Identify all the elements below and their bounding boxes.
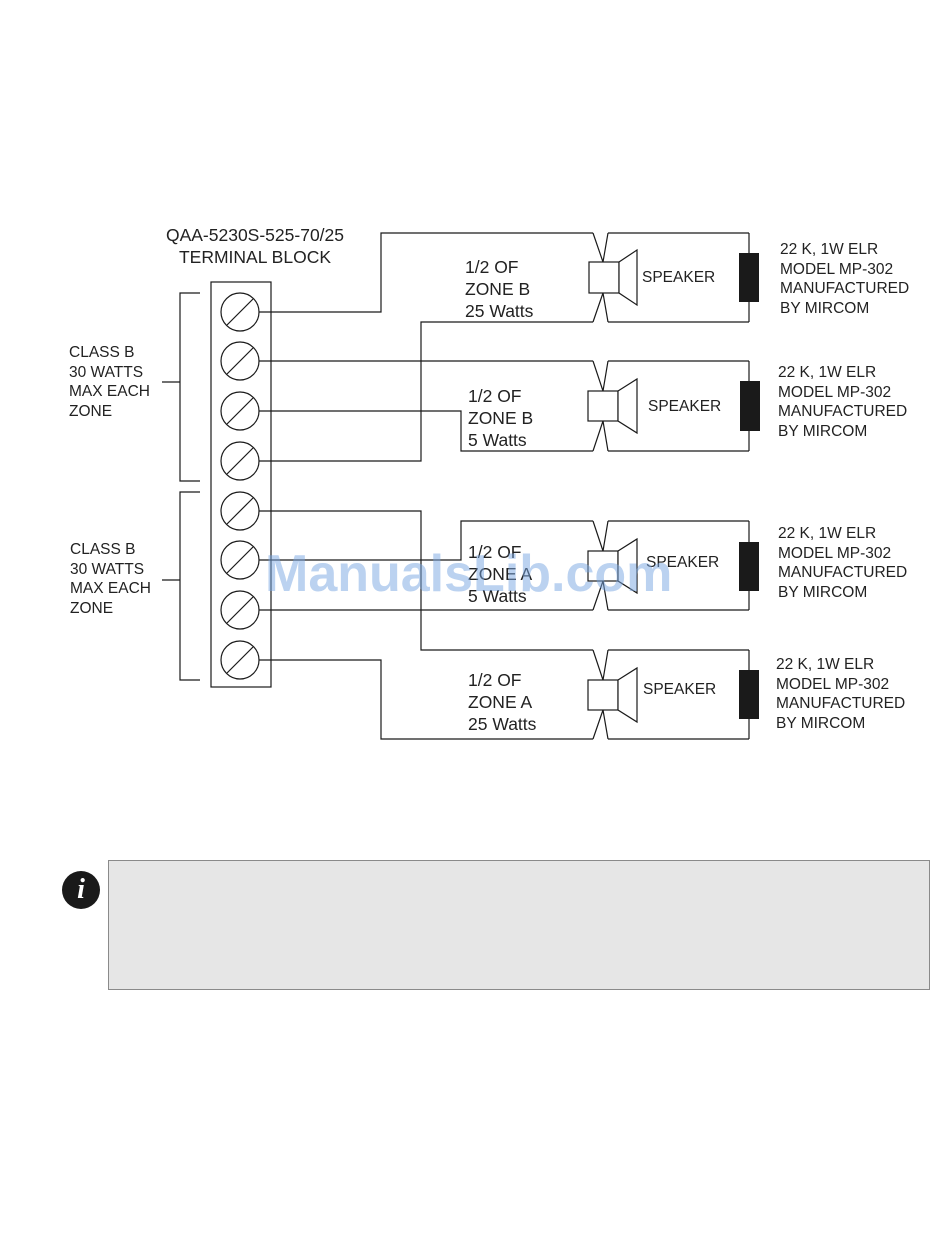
- zone-label-3: 1/2 OF ZONE A 5 Watts: [468, 542, 533, 606]
- terminal-block: [210, 281, 272, 688]
- zone-label-2: 1/2 OF ZONE B 5 Watts: [468, 386, 534, 450]
- watermark: ManualsLib.com: [265, 545, 673, 603]
- elr-resistors: [739, 253, 760, 719]
- speaker-label-3: SPEAKER: [646, 554, 720, 571]
- class-bracket-bottom: [179, 491, 200, 681]
- speaker-symbols: [587, 232, 638, 740]
- wires: [259, 232, 750, 740]
- speaker-label-4: SPEAKER: [643, 681, 717, 698]
- note-box: [108, 860, 930, 990]
- info-icon: i: [62, 871, 100, 909]
- terminal-block-label: QAA-5230S-525-70/25 TERMINAL BLOCK: [165, 225, 345, 267]
- speaker-label-2: SPEAKER: [648, 398, 722, 415]
- zone-label-4: 1/2 OF ZONE A 25 Watts: [468, 670, 537, 734]
- class-bracket-top: [179, 292, 200, 482]
- zone-label-1: 1/2 OF ZONE B 25 Watts: [465, 257, 534, 321]
- terminal-screws: [220, 292, 260, 680]
- class-label-top: CLASS B 30 WATTS MAX EACH ZONE: [69, 344, 150, 420]
- class-label-bottom: CLASS B 30 WATTS MAX EACH ZONE: [70, 541, 151, 617]
- speaker-label-1: SPEAKER: [642, 269, 716, 286]
